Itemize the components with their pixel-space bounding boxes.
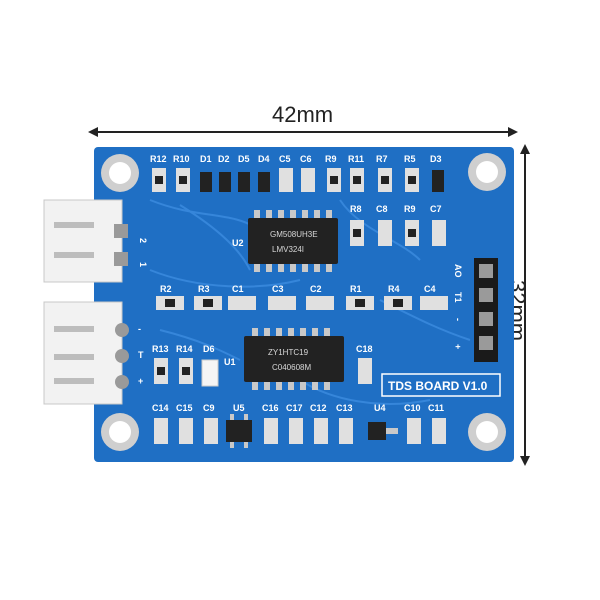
conn-bottom-label-plus: + [138,376,143,386]
label-d6: D6 [203,344,215,354]
chip-u1-line1: ZY1HTC19 [268,348,309,357]
header-label-minus: - [453,318,463,321]
row3-labels: R2 R3 C1 C3 C2 R1 R4 C4 [160,284,436,294]
conn-bottom-label-t: T [138,350,144,360]
conn-top-label-1: 1 [138,262,148,267]
conn-bottom-label-minus: - [138,324,141,334]
chip-u2 [248,210,338,272]
label-r3: R3 [198,284,210,294]
label-c13: C13 [336,403,353,413]
board-title: TDS BOARD V1.0 [388,379,488,393]
label-u2: U2 [232,238,244,248]
label-c9: C9 [203,403,215,413]
label-c15: C15 [176,403,193,413]
label-u1: U1 [224,357,236,367]
label-c17: C17 [286,403,303,413]
label-c14: C14 [152,403,169,413]
label-r9-top: R9 [325,154,337,164]
label-r12: R12 [150,154,167,164]
label-d3: D3 [430,154,442,164]
left-mid-labels: R13 R14 D6 U1 C18 [152,344,373,367]
row2-parts [350,220,446,246]
label-c5: C5 [279,154,291,164]
arrow-down-icon [520,456,530,466]
chip-u1-line2: C040608M [272,363,311,372]
label-d2: D2 [218,154,230,164]
mounting-holes [101,153,506,451]
label-d4: D4 [258,154,270,164]
right-header [474,258,498,362]
label-c2: C2 [310,284,322,294]
label-r4: R4 [388,284,400,294]
label-c1: C1 [232,284,244,294]
left-connector-top [43,199,128,283]
arrow-up-icon [520,144,530,154]
chip-u2-line2: LMV324I [272,245,304,254]
bottom-row-parts [154,414,446,448]
label-r8: R8 [350,204,362,214]
conn-top-label-2: 2 [138,238,148,243]
label-r11: R11 [348,154,364,164]
label-c6: C6 [300,154,312,164]
arrow-right-icon [508,127,518,137]
arrow-left-icon [88,127,98,137]
label-r13: R13 [152,344,169,354]
label-r2: R2 [160,284,172,294]
header-label-plus: + [453,344,463,349]
label-r9-row2: R9 [404,204,416,214]
row3-parts [156,296,448,310]
chip-u1 [244,328,344,390]
label-c3: C3 [272,284,284,294]
label-c8: C8 [376,204,388,214]
label-c4: C4 [424,284,436,294]
label-d1: D1 [200,154,212,164]
label-r1: R1 [350,284,362,294]
label-u5: U5 [233,403,245,413]
row2-labels: R8 C8 R9 C7 [350,204,442,214]
height-dimension-line [524,148,526,462]
label-c12: C12 [310,403,327,413]
label-c18: C18 [356,344,373,354]
bottom-row-labels: C14 C15 C9 U5 C16 C17 C12 C13 U4 C10 C11 [152,403,444,413]
label-u4: U4 [374,403,386,413]
label-r10: R10 [173,154,190,164]
chip-u2-line1: GM508UH3E [270,230,318,239]
top-row-parts [152,168,444,192]
width-dimension-line [92,131,514,133]
label-c10: C10 [404,403,421,413]
title-box [381,373,501,397]
label-r14: R14 [176,344,193,354]
top-row-labels: R12 R10 D1 D2 D5 D4 C5 C6 R9 R11 R7 R5 D… [150,154,442,164]
pcb-traces [149,199,471,405]
left-connector-bottom [43,301,129,405]
width-dimension-label: 42mm [272,102,334,127]
label-r7: R7 [376,154,388,164]
left-mid-parts [154,358,372,387]
label-r5: R5 [404,154,416,164]
label-d5: D5 [238,154,250,164]
header-label-t1: T1 [453,292,463,303]
header-label-ao: AO [453,264,463,278]
label-c16: C16 [262,403,279,413]
label-c7: C7 [430,204,442,214]
label-c11: C11 [428,403,444,413]
